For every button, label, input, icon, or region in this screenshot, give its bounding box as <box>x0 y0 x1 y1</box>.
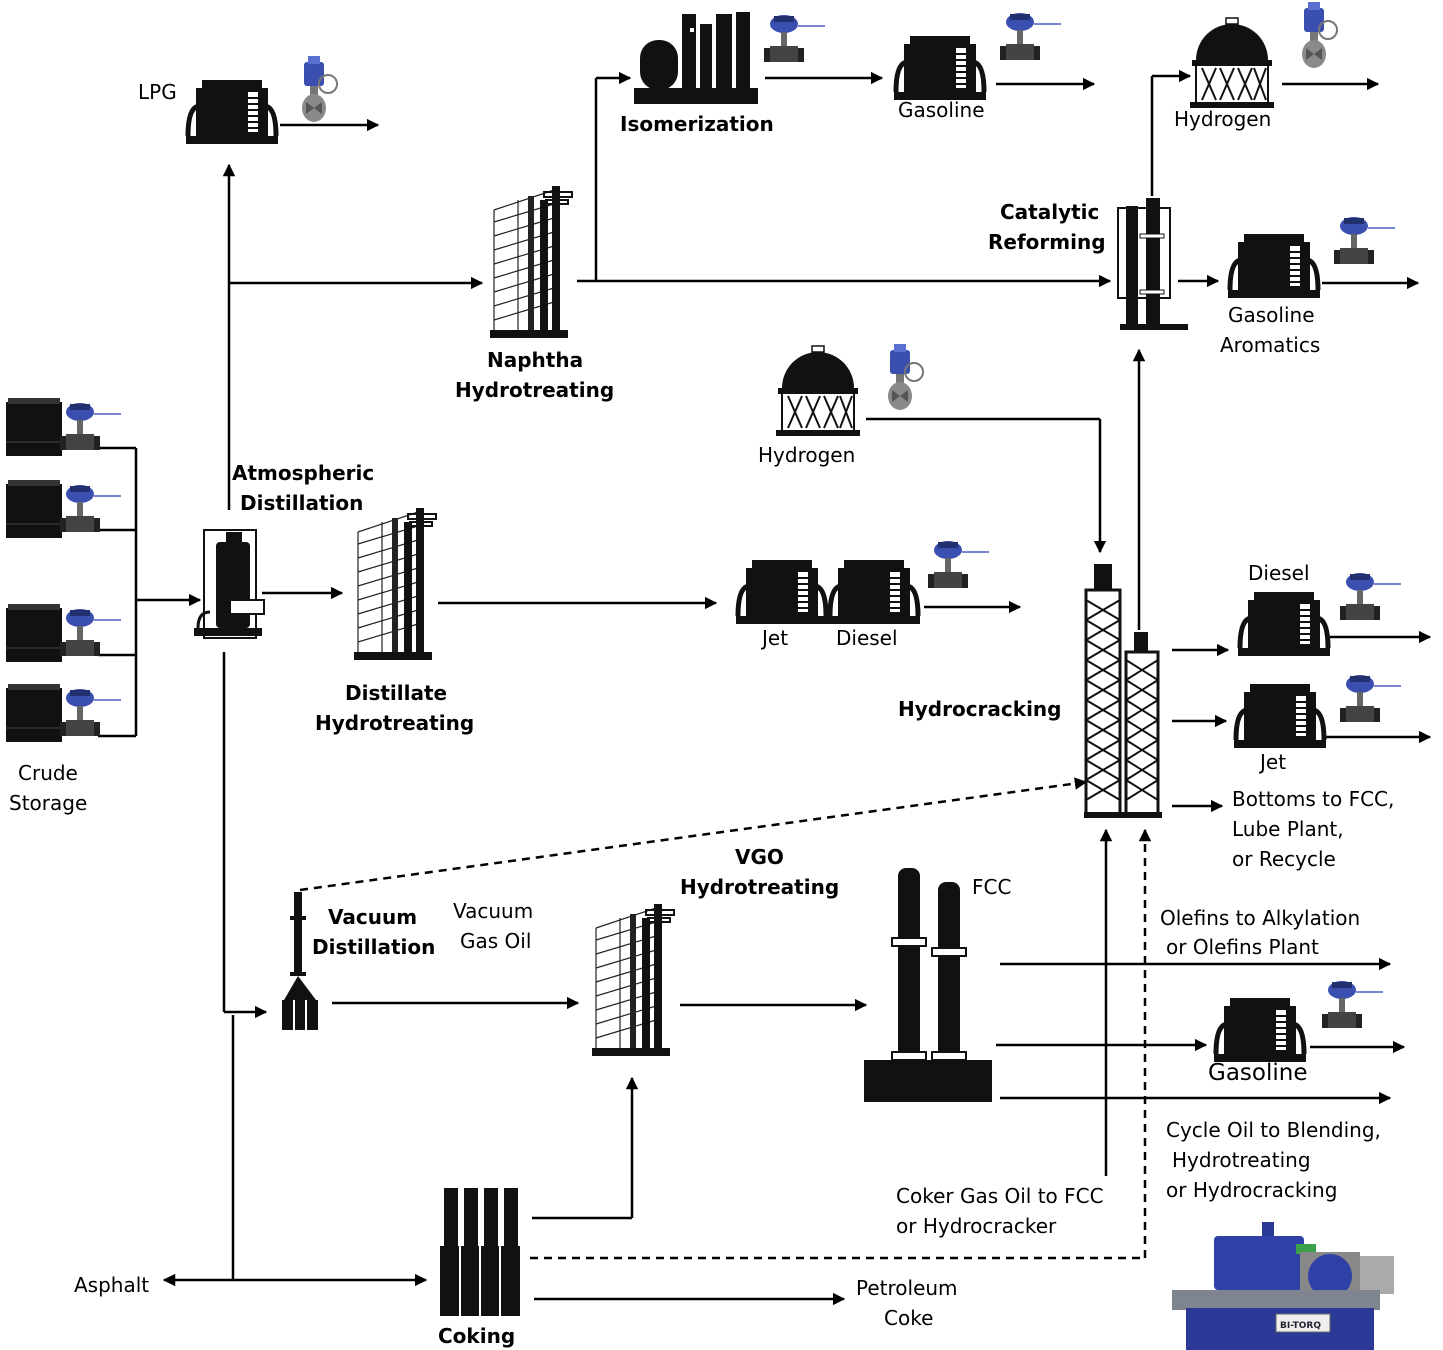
diesel-mid-label: Diesel <box>836 626 898 650</box>
labels: LPG Isomerization Gasoline Hydrogen Cata… <box>9 80 1394 1348</box>
control-valve-icon <box>1339 674 1402 723</box>
isomerization-unit-icon <box>634 12 758 104</box>
process-lines <box>98 69 1432 1306</box>
control-valve-icon <box>1301 1 1338 69</box>
crude-storage-tanks <box>5 397 122 743</box>
gasoline-top-label: Gasoline <box>898 98 985 122</box>
coker-gas-oil-label-1: Coker Gas Oil to FCC <box>896 1184 1104 1208</box>
storage-tank-icon <box>1228 234 1320 298</box>
reformer-icon <box>1117 198 1188 330</box>
vgo-hydrotreating-label-1: VGO <box>735 845 784 869</box>
hydrotreater-icon <box>591 903 675 1057</box>
control-valve-icon <box>999 12 1062 61</box>
valve-actuator-photo-icon <box>1172 1222 1394 1350</box>
storage-tank-icon <box>186 80 278 144</box>
dashed-lines <box>299 777 1152 1260</box>
diesel-right-label: Diesel <box>1248 561 1310 585</box>
vacuum-distillation-label-1: Vacuum <box>328 905 417 929</box>
hydrogen-mid-label: Hydrogen <box>758 443 855 467</box>
petroleum-coke-label-2: Coke <box>884 1306 933 1330</box>
storage-tank-icon <box>5 397 63 457</box>
control-valve-icon <box>1333 216 1396 265</box>
catalytic-reforming-label-1: Catalytic <box>1000 200 1099 224</box>
coking-label: Coking <box>438 1324 515 1348</box>
isomerization-label: Isomerization <box>620 112 774 136</box>
jet-mid-label: Jet <box>760 626 788 650</box>
atmospheric-distillation-label-1: Atmospheric <box>232 461 374 485</box>
distillate-hydrotreating-label-2: Hydrotreating <box>315 711 474 735</box>
distillation-column-icon <box>194 529 265 639</box>
coker-icon <box>440 1188 520 1316</box>
control-valve-icon <box>1321 980 1384 1029</box>
storage-tank-icon <box>1238 592 1330 656</box>
storage-tank-icon <box>828 560 920 624</box>
brand-plate-label: BI-TORQ <box>1280 1321 1321 1331</box>
storage-tank-icon <box>5 603 63 663</box>
crude-storage-label-2: Storage <box>9 791 87 815</box>
bottoms-label-3: or Recycle <box>1232 847 1336 871</box>
atmospheric-distillation-label-2: Distillation <box>240 491 363 515</box>
hydrogen-top-label: Hydrogen <box>1174 107 1271 131</box>
control-valve-icon <box>301 55 338 123</box>
vacuum-gas-oil-label-1: Vacuum <box>453 899 533 923</box>
fcc-unit-icon <box>864 868 992 1102</box>
gasoline-bottom-label: Gasoline <box>1208 1060 1307 1086</box>
storage-tank-icon <box>736 560 828 624</box>
control-valve-icon <box>763 14 826 63</box>
hydrotreater-icon <box>489 185 573 339</box>
crude-storage-label-1: Crude <box>18 761 78 785</box>
hydrocracker-icon <box>1084 564 1162 818</box>
catalytic-reforming-label-2: Reforming <box>988 230 1106 254</box>
gasoline-aromatics-label-2: Aromatics <box>1220 333 1320 357</box>
cycle-oil-label-2: Hydrotreating <box>1172 1148 1311 1172</box>
control-valve-icon <box>59 484 122 533</box>
cycle-oil-label-1: Cycle Oil to Blending, <box>1166 1118 1381 1142</box>
control-valve-icon <box>59 688 122 737</box>
bottoms-label-1: Bottoms to FCC, <box>1232 787 1394 811</box>
hydrocracking-label: Hydrocracking <box>898 697 1061 721</box>
hydrotreater-icon <box>353 507 437 661</box>
naphtha-hydrotreating-label-2: Hydrotreating <box>455 378 614 402</box>
distillate-hydrotreating-label-1: Distillate <box>345 681 447 705</box>
vacuum-gas-oil-label-2: Gas Oil <box>460 929 531 953</box>
olefins-label-1: Olefins to Alkylation <box>1160 906 1360 930</box>
asphalt-label: Asphalt <box>74 1273 149 1297</box>
storage-tank-icon <box>894 36 986 100</box>
petroleum-coke-label-1: Petroleum <box>856 1276 958 1300</box>
vacuum-distillation-label-2: Distillation <box>312 935 435 959</box>
control-valve-icon <box>887 343 924 411</box>
control-valve-icon <box>59 402 122 451</box>
gasoline-aromatics-label-1: Gasoline <box>1228 303 1315 327</box>
cycle-oil-label-3: or Hydrocracking <box>1166 1178 1337 1202</box>
olefins-label-2: or Olefins Plant <box>1166 935 1319 959</box>
bottoms-label-2: Lube Plant, <box>1232 817 1344 841</box>
naphtha-hydrotreating-label-1: Naphtha <box>487 348 583 372</box>
hydrogen-sphere-icon <box>1189 17 1275 109</box>
coker-gas-oil-label-2: or Hydrocracker <box>896 1214 1057 1238</box>
vacuum-column-icon <box>282 892 318 1030</box>
storage-tank-icon <box>5 479 63 539</box>
lpg-label: LPG <box>138 80 177 104</box>
storage-tank-icon <box>5 683 63 743</box>
fcc-label: FCC <box>972 875 1011 899</box>
vgo-hydrotreating-label-2: Hydrotreating <box>680 875 839 899</box>
control-valve-icon <box>1339 572 1402 621</box>
jet-right-label: Jet <box>1258 750 1286 774</box>
control-valve-icon <box>927 540 990 589</box>
hydrogen-sphere-icon <box>775 345 861 437</box>
storage-tank-icon <box>1214 998 1306 1062</box>
storage-tank-icon <box>1234 684 1326 748</box>
control-valve-icon <box>59 608 122 657</box>
